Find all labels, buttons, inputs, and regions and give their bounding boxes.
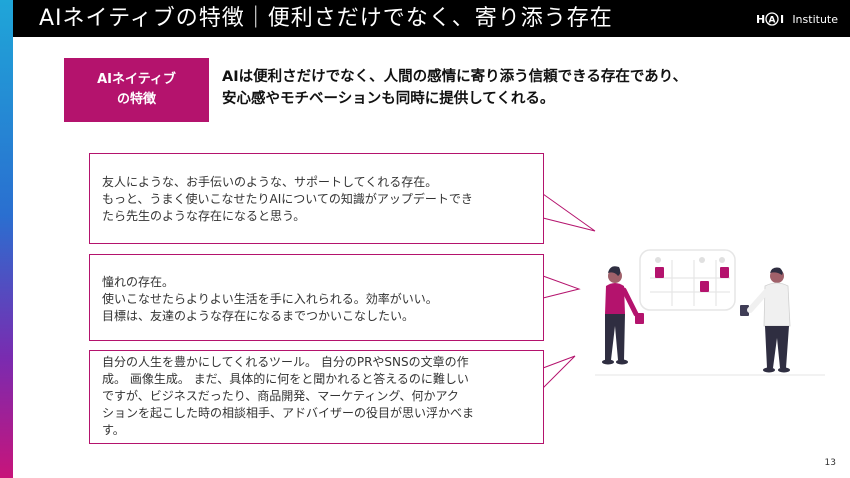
svg-text:I: I bbox=[780, 13, 784, 26]
board-graphic bbox=[635, 249, 749, 324]
feature-description: AIは便利さだけでなく、人間の感情に寄り添う信頼できる存在であり、 安心感やモチ… bbox=[222, 66, 822, 110]
bubble-2-tail bbox=[542, 275, 581, 299]
header-bar: AIネイティブの特徴｜便利さだけでなく、寄り添う存在 H A I Institu… bbox=[13, 0, 850, 37]
svg-text:A: A bbox=[769, 16, 776, 26]
logo-text: Institute bbox=[792, 12, 838, 26]
bubble-2-line: 憧れの存在。 bbox=[102, 275, 175, 289]
speech-bubble-2: 憧れの存在。 使いこなせたらよりよい生活を手に入れられる。効率がいい。 目標は、… bbox=[89, 254, 544, 341]
feature-tag-line1: AIネイティブ bbox=[97, 72, 176, 87]
page-title: AIネイティブの特徴｜便利さだけでなく、寄り添う存在 bbox=[39, 6, 613, 31]
feature-tag: AIネイティブ の特徴 bbox=[64, 58, 209, 122]
speech-bubble-3: 自分の人生を豊かにしてくれるツール。 自分のPRやSNSの文章の作 成。 画像生… bbox=[89, 350, 544, 444]
speech-bubble-1: 友人にような、お手伝いのような、サポートしてくれる存在。 もっと、うまく使いこな… bbox=[89, 153, 544, 244]
svg-text:H: H bbox=[756, 13, 765, 26]
bubble-1-line: 友人にような、お手伝いのような、サポートしてくれる存在。 bbox=[102, 175, 438, 189]
left-gradient-bar bbox=[0, 0, 13, 478]
bubble-3-line: 自分の人生を豊かにしてくれるツール。 自分のPRやSNSの文章の作 bbox=[102, 355, 469, 369]
bubble-1-tail bbox=[542, 193, 596, 232]
bubble-3-line: す。 bbox=[102, 423, 125, 437]
bubble-3-line: ですが、ビジネスだったり、商品開発、マーケティング、何かアク bbox=[102, 389, 459, 403]
bubble-1-line: たら先生のような存在になると思う。 bbox=[102, 209, 306, 223]
people-discussion-illustration bbox=[595, 249, 825, 376]
bubble-3-tail bbox=[542, 355, 576, 389]
bubble-2-line: 目標は、友達のような存在になるまでつかいこなしたい。 bbox=[102, 309, 415, 323]
hai-institute-logo: H A I Institute bbox=[756, 11, 838, 27]
feature-tag-line2: の特徴 bbox=[116, 92, 156, 107]
bubble-2-line: 使いこなせたらよりよい生活を手に入れられる。効率がいい。 bbox=[102, 292, 438, 306]
bubble-3-line: ションを起こした時の相談相手、アドバイザーの役目が思い浮かべま bbox=[102, 406, 475, 420]
feature-description-line2: 安心感やモチベーションも同時に提供してくれる。 bbox=[222, 91, 555, 107]
hai-logo-mark-icon: H A I bbox=[756, 11, 790, 27]
bubble-3-line: 成。 画像生成。 まだ、具体的に何をと聞かれると答えるのに難しい bbox=[102, 372, 469, 386]
person-left-icon bbox=[602, 266, 639, 365]
person-right-icon bbox=[747, 267, 791, 373]
feature-description-line1: AIは便利さだけでなく、人間の感情に寄り添う信頼できる存在であり、 bbox=[222, 69, 688, 85]
bubble-1-line: もっと、うまく使いこなせたりAIについての知識がアップデートでき bbox=[102, 192, 473, 206]
page-number: 13 bbox=[824, 458, 836, 468]
